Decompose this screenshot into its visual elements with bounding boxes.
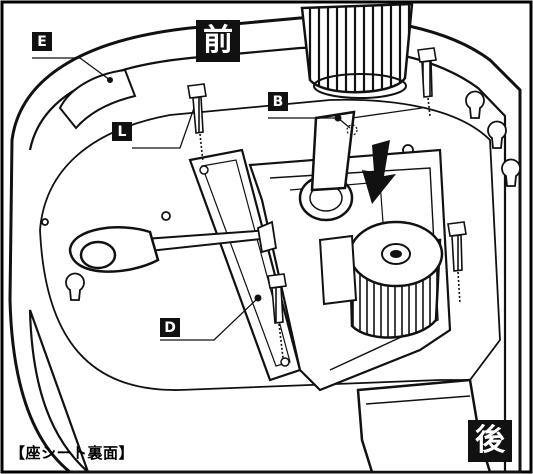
leader-lines bbox=[32, 57, 423, 341]
rear-casting bbox=[356, 378, 492, 474]
label-d: D bbox=[160, 318, 180, 337]
gas-cylinder bbox=[310, 110, 356, 192]
label-e: E bbox=[32, 32, 52, 51]
seat-rim-inner bbox=[28, 46, 507, 473]
tension-knob bbox=[348, 220, 444, 339]
base-plate-inner bbox=[201, 159, 291, 367]
cylinder-cover bbox=[300, 2, 414, 94]
seat-edge-e bbox=[58, 68, 137, 130]
label-l: L bbox=[112, 122, 132, 141]
diagram-caption: 【座シート裏面】 bbox=[10, 444, 135, 462]
bolts bbox=[187, 47, 467, 359]
insert-arrow bbox=[362, 140, 396, 204]
label-rear: 後 bbox=[468, 420, 512, 462]
label-b: B bbox=[268, 92, 288, 111]
label-front: 前 bbox=[196, 20, 240, 62]
